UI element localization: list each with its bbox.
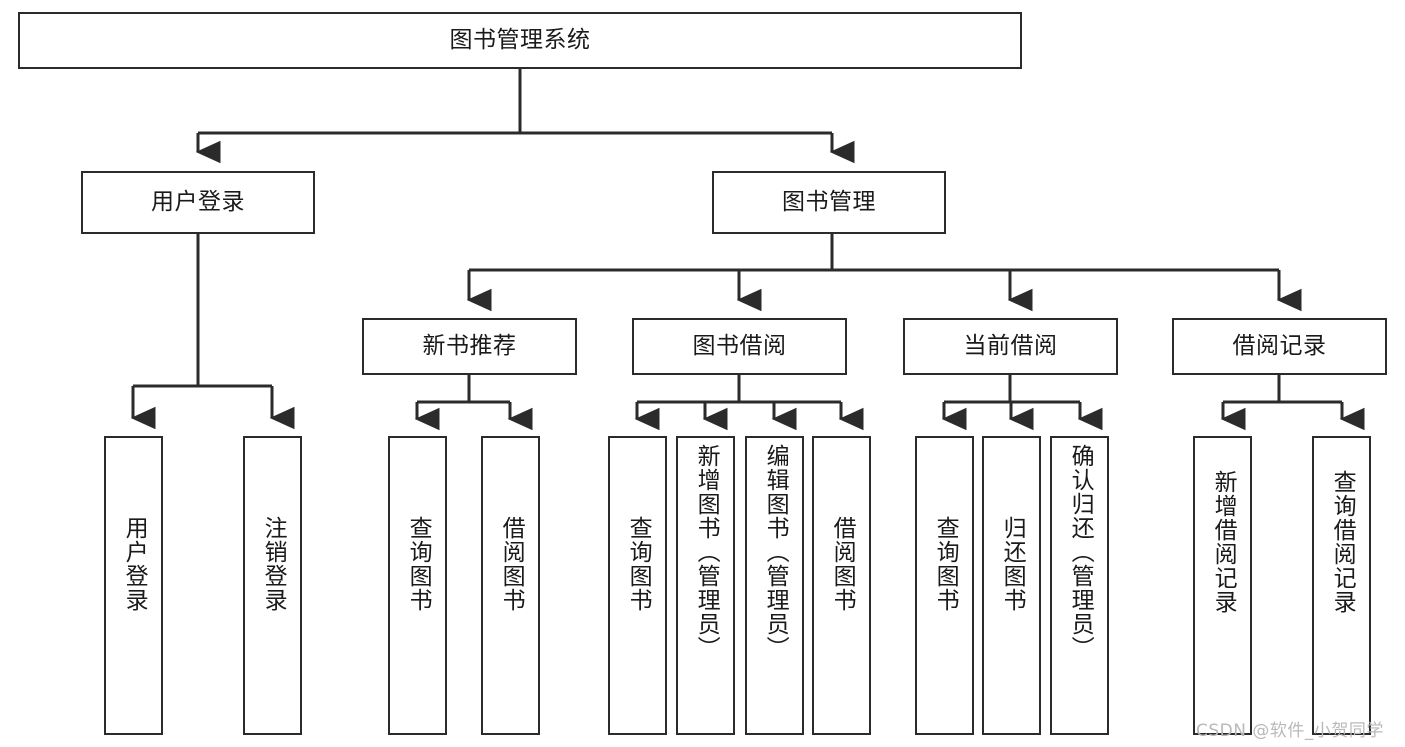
leaf-confirm-return[interactable]: 确认归还（管理员） bbox=[1050, 436, 1109, 735]
node-new-book-recommend[interactable]: 新书推荐 bbox=[362, 318, 577, 375]
node-new-book-recommend-label: 新书推荐 bbox=[422, 332, 517, 359]
watermark-csdn: CSDN @软件_小贺同学 bbox=[1196, 721, 1384, 741]
leaf-borrow-book-1-label: 借阅图书 bbox=[498, 516, 525, 612]
leaf-user-login-label: 用户登录 bbox=[121, 516, 148, 612]
leaf-query-book-2-label: 查询图书 bbox=[625, 516, 652, 612]
leaf-query-book-2[interactable]: 查询图书 bbox=[608, 436, 667, 735]
leaf-query-record-label: 查询借阅记录 bbox=[1329, 470, 1356, 614]
leaf-query-record[interactable]: 查询借阅记录 bbox=[1312, 436, 1371, 735]
leaf-query-book-1-label: 查询图书 bbox=[405, 516, 432, 612]
node-borrow-record-label: 借阅记录 bbox=[1232, 332, 1327, 359]
node-root-label: 图书管理系统 bbox=[449, 26, 591, 53]
node-user-login-label: 用户登录 bbox=[151, 188, 245, 215]
leaf-borrow-book-2[interactable]: 借阅图书 bbox=[812, 436, 871, 735]
leaf-borrow-book-1[interactable]: 借阅图书 bbox=[481, 436, 540, 735]
leaf-add-record[interactable]: 新增借阅记录 bbox=[1193, 436, 1252, 735]
leaf-return-book-label: 归还图书 bbox=[999, 516, 1026, 612]
node-current-borrow-label: 当前借阅 bbox=[963, 332, 1058, 359]
leaf-user-login[interactable]: 用户登录 bbox=[104, 436, 163, 735]
node-user-login[interactable]: 用户登录 bbox=[81, 171, 315, 234]
leaf-add-record-label: 新增借阅记录 bbox=[1210, 470, 1237, 614]
leaf-borrow-book-2-label: 借阅图书 bbox=[829, 516, 856, 612]
node-current-borrow[interactable]: 当前借阅 bbox=[903, 318, 1118, 375]
leaf-edit-book[interactable]: 编辑图书（管理员） bbox=[745, 436, 804, 735]
leaf-query-book-3-label: 查询图书 bbox=[932, 516, 959, 612]
node-book-borrow-label: 图书借阅 bbox=[692, 332, 787, 359]
node-borrow-record[interactable]: 借阅记录 bbox=[1172, 318, 1387, 375]
leaf-query-book-1[interactable]: 查询图书 bbox=[388, 436, 447, 735]
node-book-borrow[interactable]: 图书借阅 bbox=[632, 318, 847, 375]
leaf-edit-book-label: 编辑图书（管理员） bbox=[762, 444, 789, 660]
node-root[interactable]: 图书管理系统 bbox=[18, 12, 1022, 69]
node-book-manage-label: 图书管理 bbox=[782, 188, 876, 215]
leaf-return-book[interactable]: 归还图书 bbox=[982, 436, 1041, 735]
node-book-manage[interactable]: 图书管理 bbox=[712, 171, 946, 234]
leaf-logout-login[interactable]: 注销登录 bbox=[243, 436, 302, 735]
leaf-query-book-3[interactable]: 查询图书 bbox=[915, 436, 974, 735]
leaf-add-book[interactable]: 新增图书（管理员） bbox=[676, 436, 735, 735]
leaf-add-book-label: 新增图书（管理员） bbox=[693, 444, 720, 660]
leaf-confirm-return-label: 确认归还（管理员） bbox=[1067, 444, 1094, 660]
leaf-logout-login-label: 注销登录 bbox=[260, 516, 287, 612]
